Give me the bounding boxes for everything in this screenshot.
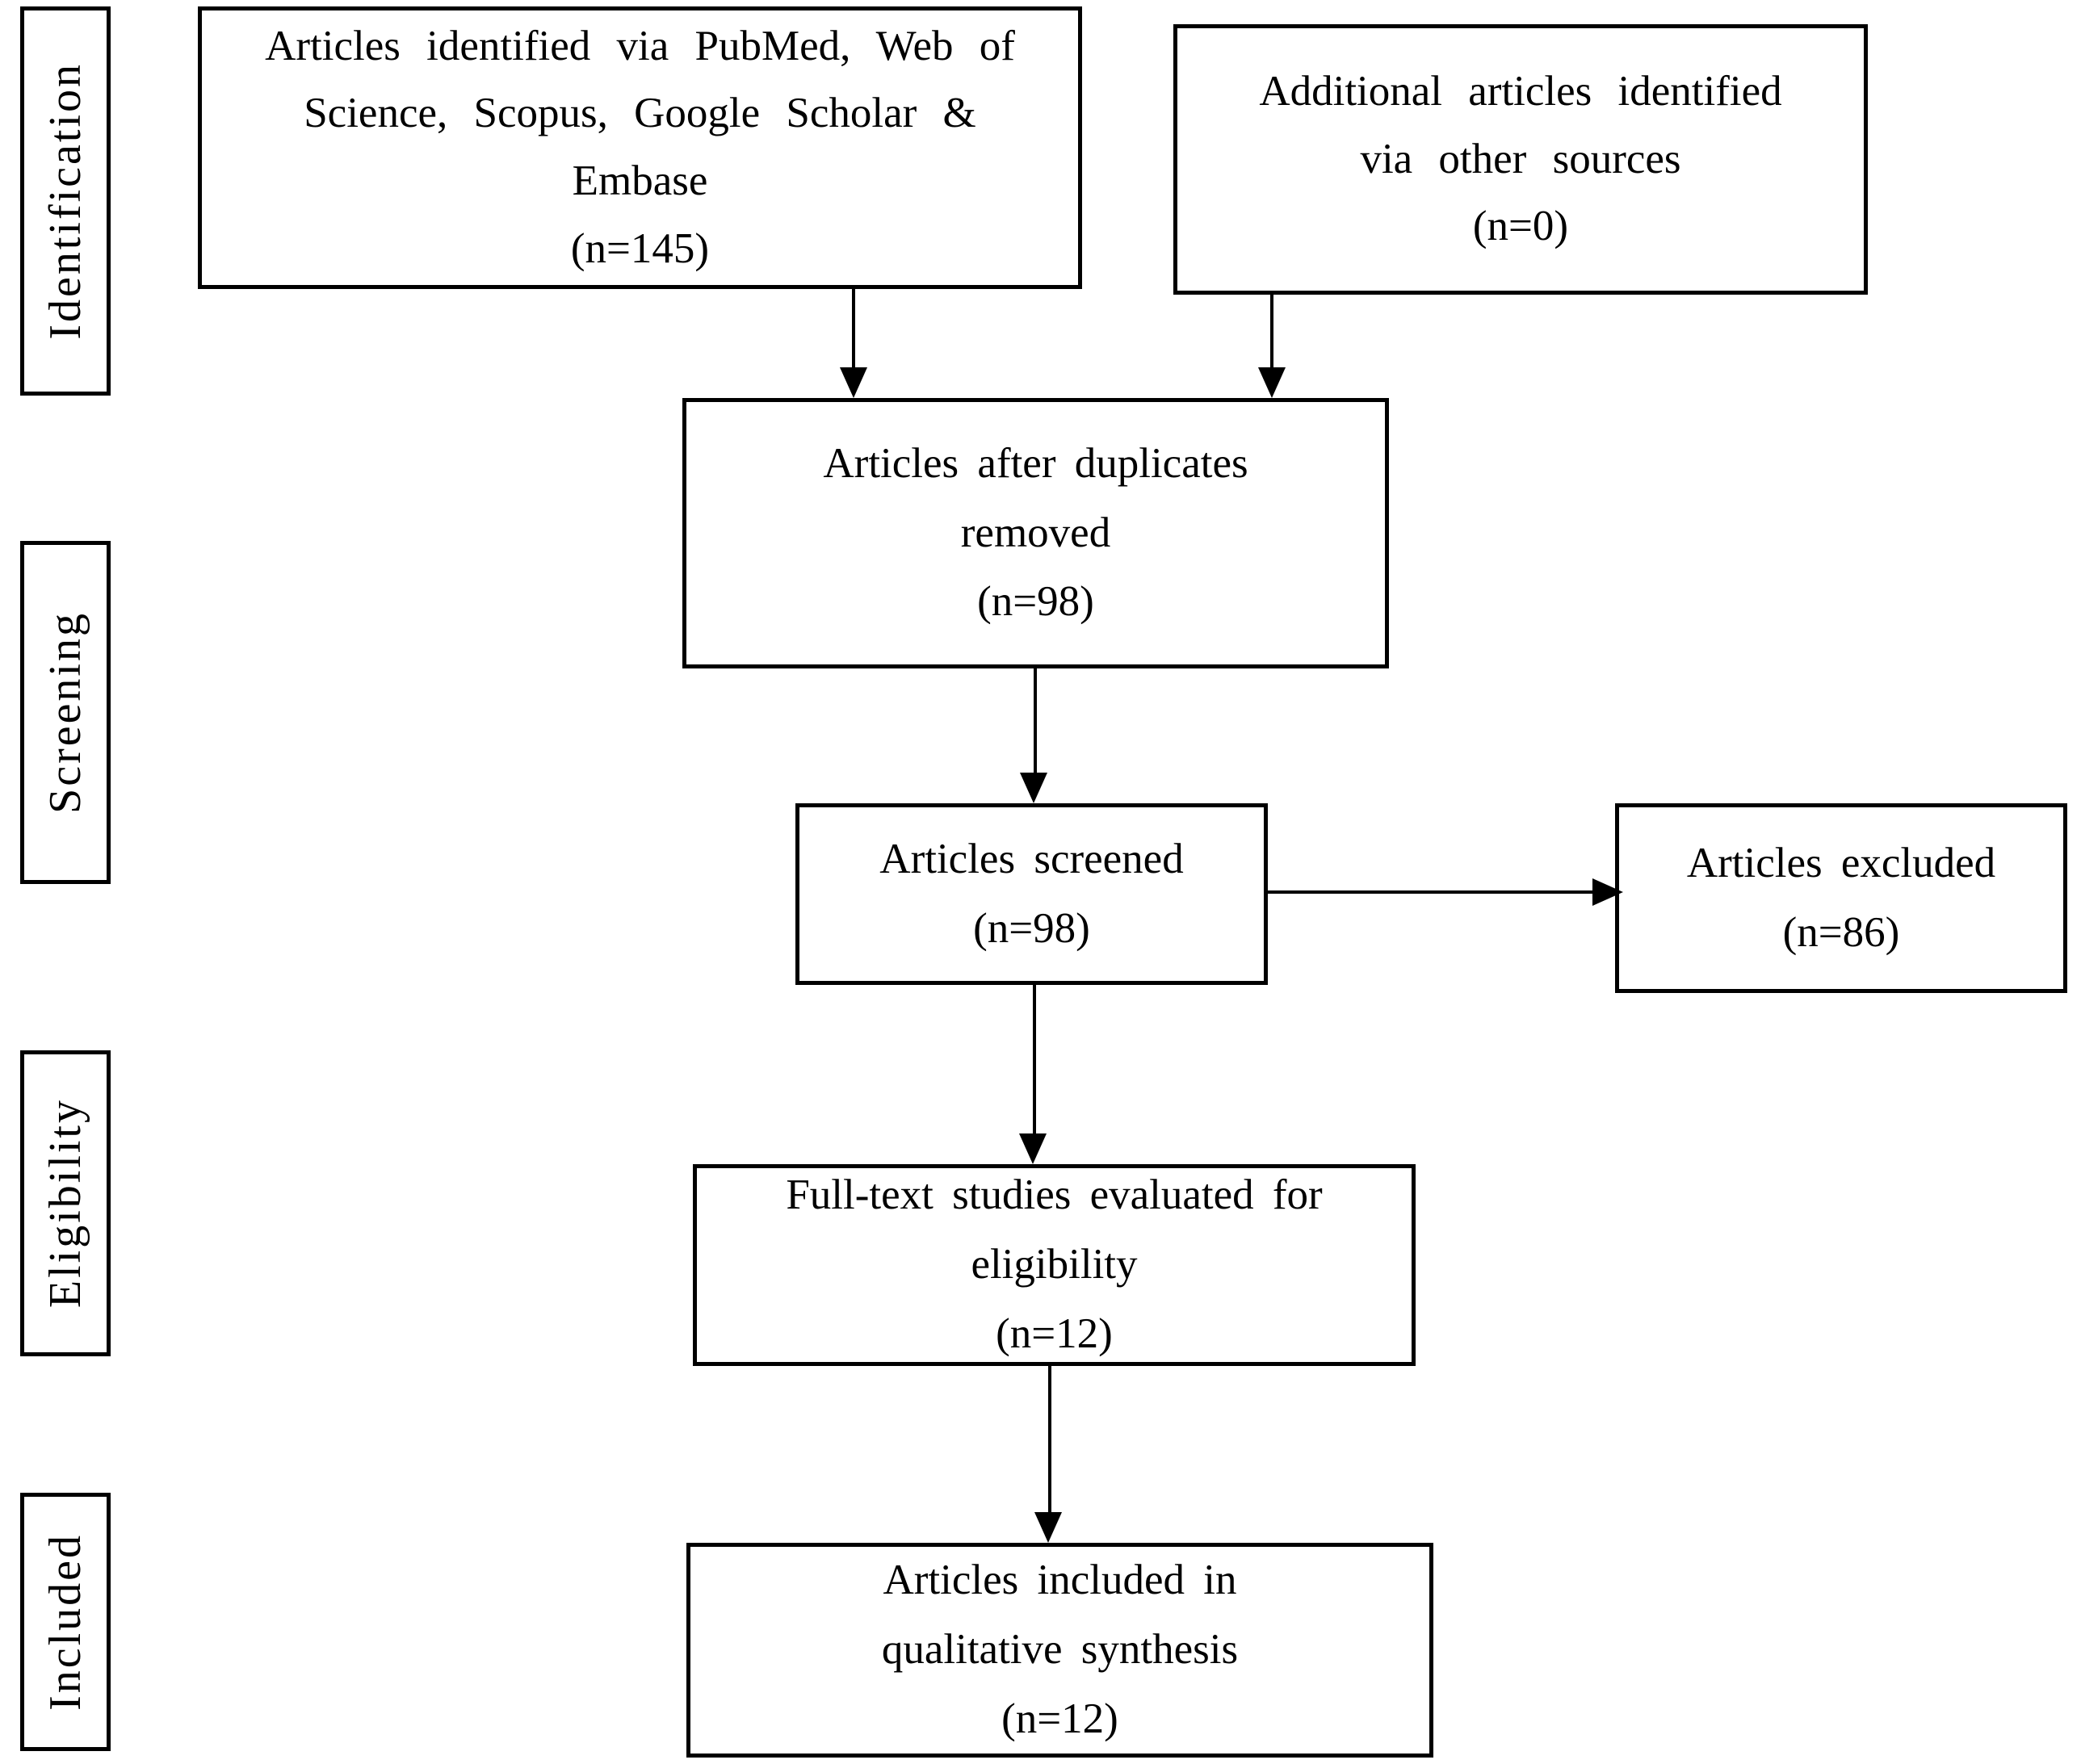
box-additional-articles: Additional articles identified via other…: [1173, 24, 1868, 295]
connector-screened-to-fulltext-line: [1033, 983, 1036, 1133]
connector-duplicates-to-screened-line: [1034, 667, 1037, 773]
arrow-down-identified-to-duplicates: [840, 367, 867, 398]
box-articles-screened-text: Articles screened (n=98): [879, 835, 1184, 952]
box-articles-identified-text: Articles identified via PubMed, Web of S…: [265, 22, 1015, 272]
stage-eligibility: Eligibility: [20, 1050, 111, 1356]
stage-screening-label: Screening: [40, 611, 90, 814]
connector-identified-to-duplicates-line: [852, 289, 855, 367]
arrow-down-duplicates-to-screened: [1020, 773, 1047, 803]
box-articles-excluded-text: Articles excluded (n=86): [1686, 839, 1996, 956]
arrow-right-screened-to-excluded: [1592, 878, 1623, 906]
box-articles-screened: Articles screened (n=98): [795, 803, 1268, 985]
box-duplicates-removed: Articles after duplicates removed (n=98): [682, 398, 1389, 668]
stage-screening: Screening: [20, 541, 111, 884]
box-qualitative-synthesis: Articles included in qualitative synthes…: [686, 1543, 1433, 1758]
box-fulltext-evaluated: Full-text studies evaluated for eligibil…: [693, 1164, 1416, 1366]
connector-fulltext-to-qualitative-line: [1048, 1364, 1051, 1512]
connector-screened-to-excluded-line: [1268, 890, 1592, 894]
stage-eligibility-label: Eligibility: [40, 1098, 90, 1309]
stage-identification: Identification: [20, 6, 111, 396]
box-qualitative-synthesis-text: Articles included in qualitative synthes…: [881, 1557, 1239, 1742]
box-duplicates-removed-text: Articles after duplicates removed (n=98): [823, 439, 1248, 626]
stage-included: Included: [20, 1493, 111, 1751]
box-additional-articles-text: Additional articles identified via other…: [1259, 67, 1782, 250]
box-fulltext-evaluated-text: Full-text studies evaluated for eligibil…: [786, 1171, 1323, 1357]
box-articles-identified: Articles identified via PubMed, Web of S…: [198, 6, 1082, 289]
stage-included-label: Included: [40, 1533, 90, 1711]
arrow-down-additional-to-duplicates: [1258, 367, 1286, 398]
box-articles-excluded: Articles excluded (n=86): [1615, 803, 2067, 993]
stage-identification-label: Identification: [40, 62, 90, 340]
arrow-down-screened-to-fulltext: [1019, 1133, 1047, 1164]
arrow-down-fulltext-to-qualitative: [1034, 1512, 1062, 1543]
connector-additional-to-duplicates-line: [1270, 293, 1273, 367]
